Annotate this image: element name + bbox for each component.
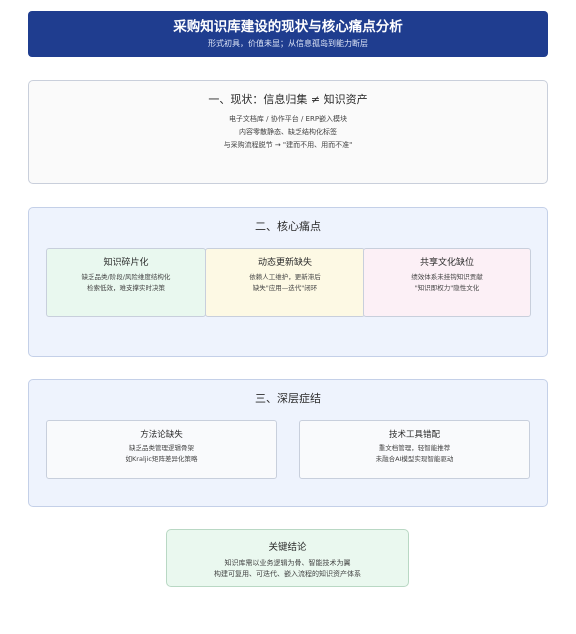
page-title: 采购知识库建设的现状与核心痛点分析 (173, 19, 403, 35)
root-causes-panel: 三、深层症结 方法论缺失 缺乏品类管理逻辑骨架 如Kraljic矩阵差异化策略 … (28, 379, 548, 507)
conclusion-line: 构建可复用、可迭代、嵌入流程的知识资产体系 (214, 570, 361, 578)
pain-card-title: 动态更新缺失 (257, 258, 312, 268)
status-panel: 一、现状：信息归集 ≠ 知识资产 电子文档库 / 协作平台 / ERP嵌入模块 … (28, 80, 548, 184)
conclusion-title: 关键结论 (268, 542, 307, 553)
status-line: 与采购流程脱节 → "建而不用、用而不准" (223, 141, 353, 149)
pain-card-lines: 缺乏品类/阶段/风险维度结构化 检索低效，难支撑实时决策 (47, 272, 205, 294)
pain-card-line: 缺失"应用—迭代"闭环 (252, 284, 318, 292)
pain-card-line: 绩效体系未挂钩知识贡献 (411, 273, 483, 281)
cause-card-title: 方法论缺失 (140, 430, 183, 440)
cause-card-tools: 技术工具错配 重文档管理，轻智能推荐 未融合AI模型实现智能驱动 (299, 420, 530, 479)
conclusion-lines: 知识库需以业务逻辑为骨、智能技术为翼 构建可复用、可迭代、嵌入流程的知识资产体系 (167, 558, 408, 580)
root-causes-title: 三、深层症结 (255, 392, 321, 405)
pain-card-title: 知识碎片化 (103, 258, 149, 268)
pain-points-title: 二、核心痛点 (255, 220, 321, 233)
header-banner: 采购知识库建设的现状与核心痛点分析 形式初具，价值未显；从信息孤岛到能力断层 (28, 11, 548, 57)
pain-card-culture: 共享文化缺位 绩效体系未挂钩知识贡献 "知识即权力"隐性文化 (363, 248, 531, 317)
pain-card-title: 共享文化缺位 (419, 258, 474, 268)
status-line: 内容零散静态、缺乏结构化标签 (239, 128, 337, 136)
cause-card-title: 技术工具错配 (388, 430, 440, 440)
pain-card-line: 缺乏品类/阶段/风险维度结构化 (81, 273, 171, 281)
pain-points-panel: 二、核心痛点 知识碎片化 缺乏品类/阶段/风险维度结构化 检索低效，难支撑实时决… (28, 207, 548, 357)
pain-card-line: 依赖人工维护，更新滞后 (249, 273, 321, 281)
page-subtitle: 形式初具，价值未显；从信息孤岛到能力断层 (208, 39, 368, 48)
pain-card-update: 动态更新缺失 依赖人工维护，更新滞后 缺失"应用—迭代"闭环 (205, 248, 365, 317)
status-lines: 电子文档库 / 协作平台 / ERP嵌入模块 内容零散静态、缺乏结构化标签 与采… (29, 113, 547, 152)
cause-card-line: 缺乏品类管理逻辑骨架 (129, 444, 194, 452)
status-title: 一、现状：信息归集 ≠ 知识资产 (208, 93, 368, 106)
cause-card-lines: 缺乏品类管理逻辑骨架 如Kraljic矩阵差异化策略 (47, 443, 276, 465)
cause-card-methodology: 方法论缺失 缺乏品类管理逻辑骨架 如Kraljic矩阵差异化策略 (46, 420, 277, 479)
pain-card-fragmentation: 知识碎片化 缺乏品类/阶段/风险维度结构化 检索低效，难支撑实时决策 (46, 248, 206, 317)
cause-card-lines: 重文档管理，轻智能推荐 未融合AI模型实现智能驱动 (300, 443, 529, 465)
status-line: 电子文档库 / 协作平台 / ERP嵌入模块 (228, 115, 348, 123)
cause-card-line: 重文档管理，轻智能推荐 (378, 444, 451, 452)
conclusion-panel: 关键结论 知识库需以业务逻辑为骨、智能技术为翼 构建可复用、可迭代、嵌入流程的知… (166, 529, 409, 587)
pain-card-lines: 绩效体系未挂钩知识贡献 "知识即权力"隐性文化 (364, 272, 530, 294)
cause-card-line: 未融合AI模型实现智能驱动 (375, 455, 454, 463)
conclusion-line: 知识库需以业务逻辑为骨、智能技术为翼 (224, 559, 351, 567)
cause-card-line: 如Kraljic矩阵差异化策略 (125, 455, 198, 463)
pain-card-lines: 依赖人工维护，更新滞后 缺失"应用—迭代"闭环 (206, 272, 364, 294)
pain-card-line: 检索低效，难支撑实时决策 (87, 284, 165, 292)
pain-card-line: "知识即权力"隐性文化 (414, 284, 480, 292)
